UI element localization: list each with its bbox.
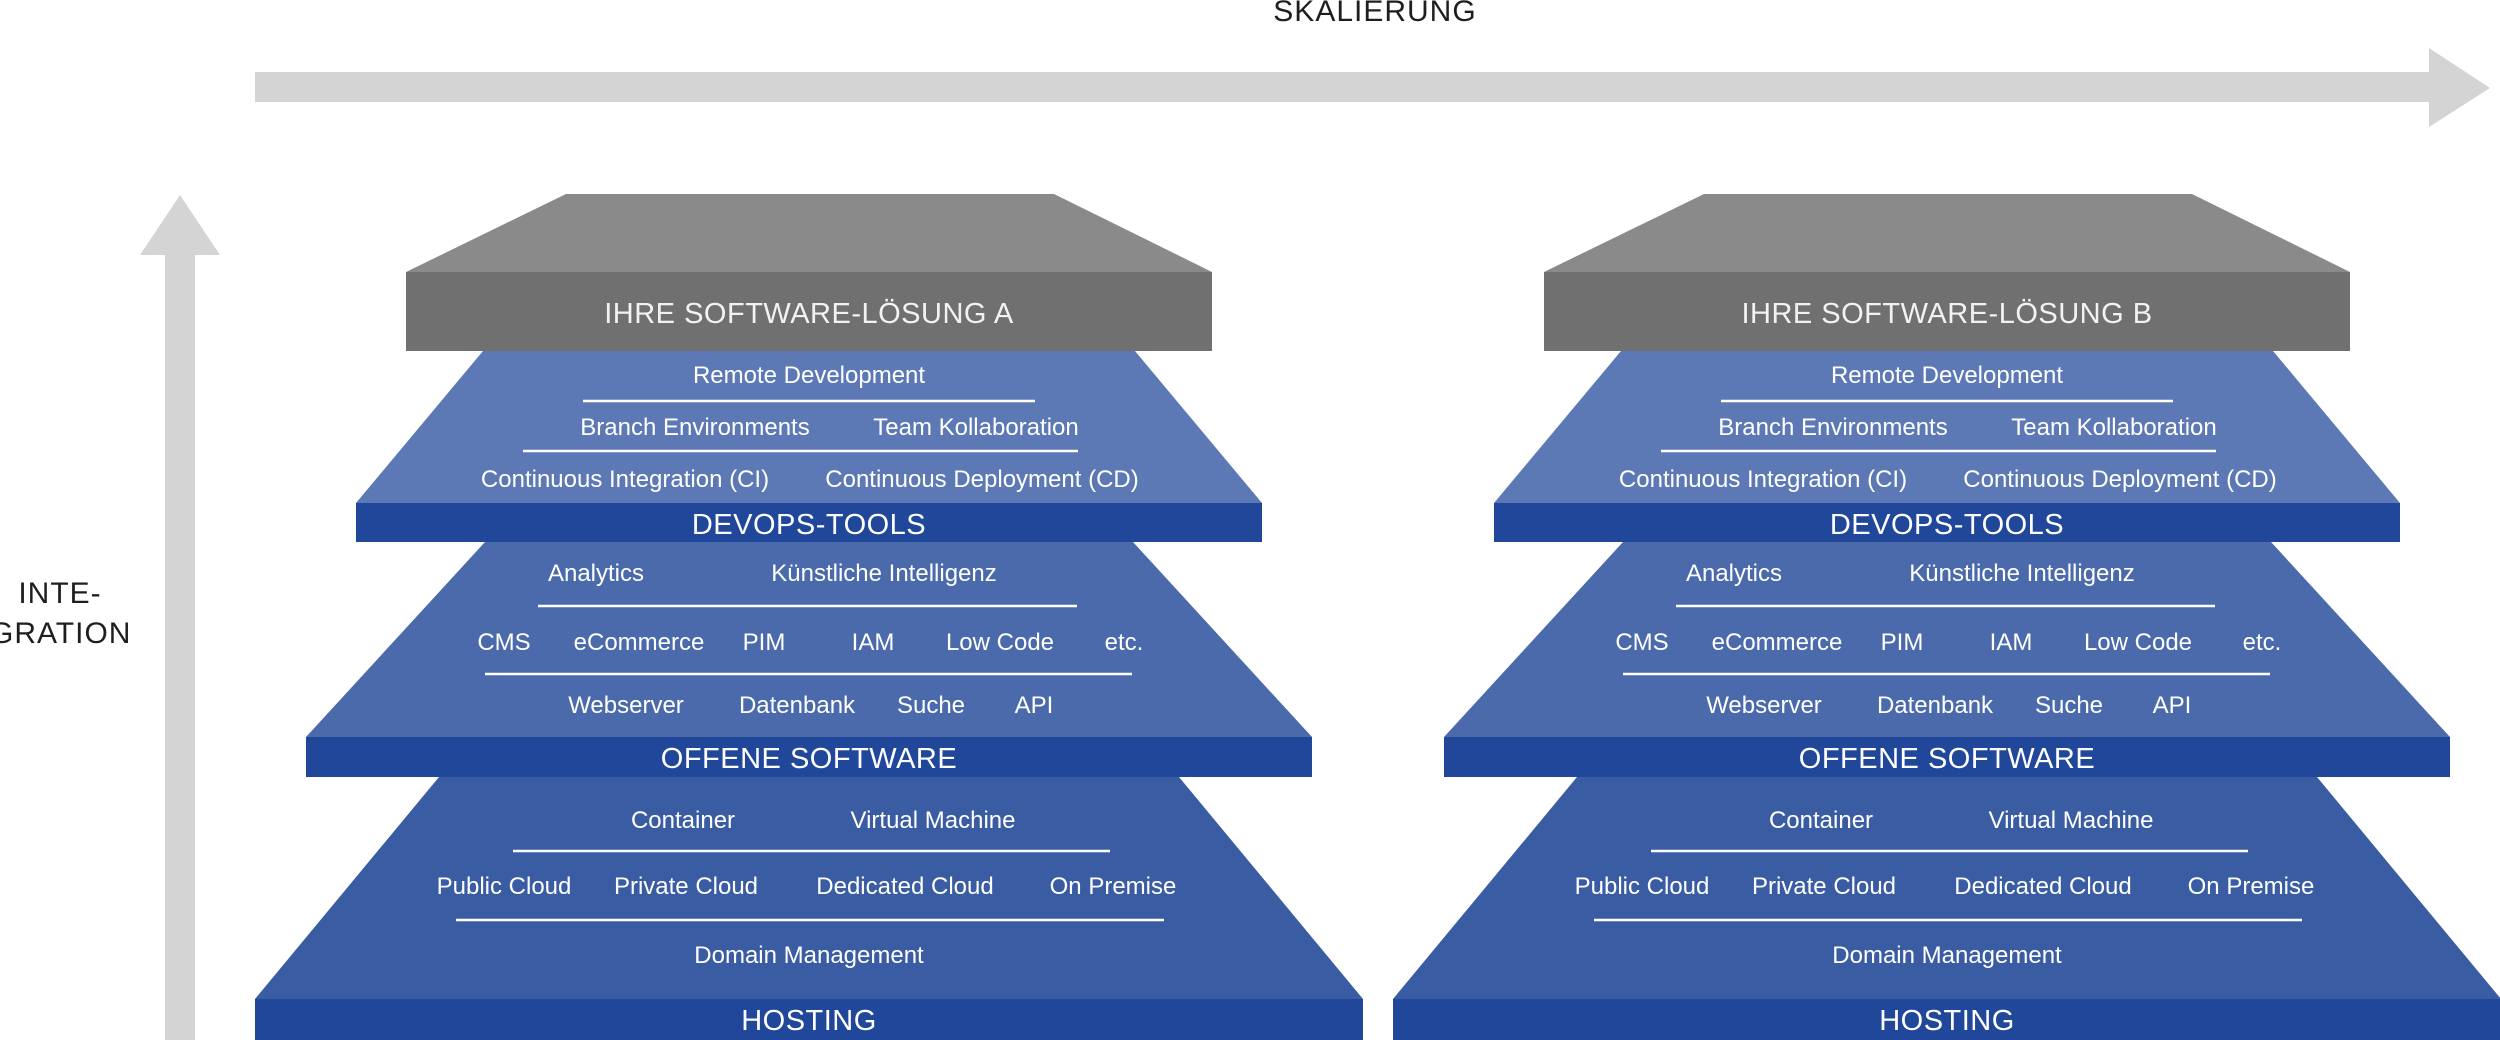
component-label: Continuous Integration (CI) — [1619, 466, 1907, 493]
component-label: eCommerce — [1712, 629, 1843, 656]
component-label: Team Kollaboration — [2011, 414, 2216, 441]
component-label: Suche — [897, 692, 965, 719]
component-label: Private Cloud — [1752, 873, 1896, 900]
layer-band-devops — [1494, 503, 2400, 542]
layer-band-hosting — [255, 999, 1363, 1040]
component-label: Container — [631, 807, 735, 834]
solution-title: IHRE SOFTWARE-LÖSUNG A — [604, 298, 1014, 330]
component-label: Dedicated Cloud — [816, 873, 993, 900]
layer-title-devops: DEVOPS-TOOLS — [692, 509, 926, 541]
component-label: PIM — [743, 629, 786, 656]
solution-box-top — [1544, 194, 2350, 272]
layer-title-hosting: HOSTING — [741, 1005, 877, 1037]
solution-box-top — [406, 194, 1212, 272]
integration-label-line-1: INTE- — [18, 577, 102, 610]
layer-title-hosting: HOSTING — [1879, 1005, 2015, 1037]
component-label: CMS — [1615, 629, 1668, 656]
component-label: Public Cloud — [1575, 873, 1710, 900]
component-label: Analytics — [1686, 560, 1782, 587]
component-label: Remote Development — [693, 362, 925, 389]
component-label: Künstliche Intelligenz — [1909, 560, 2134, 587]
component-label: On Premise — [1050, 873, 1177, 900]
component-label: Virtual Machine — [1989, 807, 2154, 834]
component-label: Webserver — [1706, 692, 1822, 719]
component-label: Continuous Deployment (CD) — [825, 466, 1138, 493]
layer-band-devops — [356, 503, 1262, 542]
solution-title: IHRE SOFTWARE-LÖSUNG B — [1741, 298, 2152, 330]
layer-body-devops — [356, 351, 1262, 503]
layer-body-hosting — [1393, 777, 2500, 999]
integration-label-line-2: GRATION — [0, 617, 132, 650]
component-label: Datenbank — [1877, 692, 1994, 719]
component-label: Domain Management — [1832, 942, 2062, 969]
component-label: Domain Management — [694, 942, 924, 969]
component-label: On Premise — [2188, 873, 2315, 900]
component-label: Low Code — [946, 629, 1054, 656]
component-label: Suche — [2035, 692, 2103, 719]
component-label: etc. — [2243, 629, 2282, 656]
integration-axis-label: INTE- GRATION — [0, 574, 130, 654]
component-label: API — [1015, 692, 1054, 719]
solution-box: IHRE SOFTWARE-LÖSUNG B — [1544, 194, 2350, 351]
layer-band-software — [1444, 737, 2450, 777]
component-label: CMS — [477, 629, 530, 656]
solution-box: IHRE SOFTWARE-LÖSUNG A — [406, 194, 1212, 351]
component-label: Continuous Integration (CI) — [481, 466, 769, 493]
component-label: eCommerce — [574, 629, 705, 656]
component-label: Künstliche Intelligenz — [771, 560, 996, 587]
integration-arrow-icon — [140, 195, 220, 1040]
layer-band-software — [306, 737, 1312, 777]
component-label: PIM — [1881, 629, 1924, 656]
component-label: Virtual Machine — [851, 807, 1016, 834]
layer-body-hosting — [255, 777, 1363, 999]
component-label: Webserver — [568, 692, 684, 719]
solution-box-front — [406, 272, 1212, 351]
component-label: Low Code — [2084, 629, 2192, 656]
component-label: etc. — [1105, 629, 1144, 656]
component-label: Public Cloud — [437, 873, 572, 900]
layer-title-software: OFFENE SOFTWARE — [1799, 743, 2095, 775]
scaling-axis-label: SKALIERUNG — [1273, 0, 1477, 28]
layer-title-devops: DEVOPS-TOOLS — [1830, 509, 2064, 541]
component-label: IAM — [852, 629, 895, 656]
layer-body-software — [306, 542, 1312, 737]
component-label: Team Kollaboration — [873, 414, 1078, 441]
component-label: Remote Development — [1831, 362, 2063, 389]
component-label: Container — [1769, 807, 1873, 834]
component-label: Private Cloud — [614, 873, 758, 900]
solution-box-front — [1544, 272, 2350, 351]
component-label: Branch Environments — [1718, 414, 1947, 441]
scaling-arrow-icon — [255, 48, 2490, 127]
layer-band-hosting — [1393, 999, 2500, 1040]
component-label: Datenbank — [739, 692, 856, 719]
component-label: IAM — [1990, 629, 2033, 656]
component-label: Analytics — [548, 560, 644, 587]
component-label: Dedicated Cloud — [1954, 873, 2131, 900]
component-label: Continuous Deployment (CD) — [1963, 466, 2276, 493]
component-label: API — [2153, 692, 2192, 719]
layer-title-software: OFFENE SOFTWARE — [661, 743, 957, 775]
axes — [140, 48, 2490, 1040]
layer-body-software — [1444, 542, 2450, 737]
layer-body-devops — [1494, 351, 2400, 503]
component-label: Branch Environments — [580, 414, 809, 441]
